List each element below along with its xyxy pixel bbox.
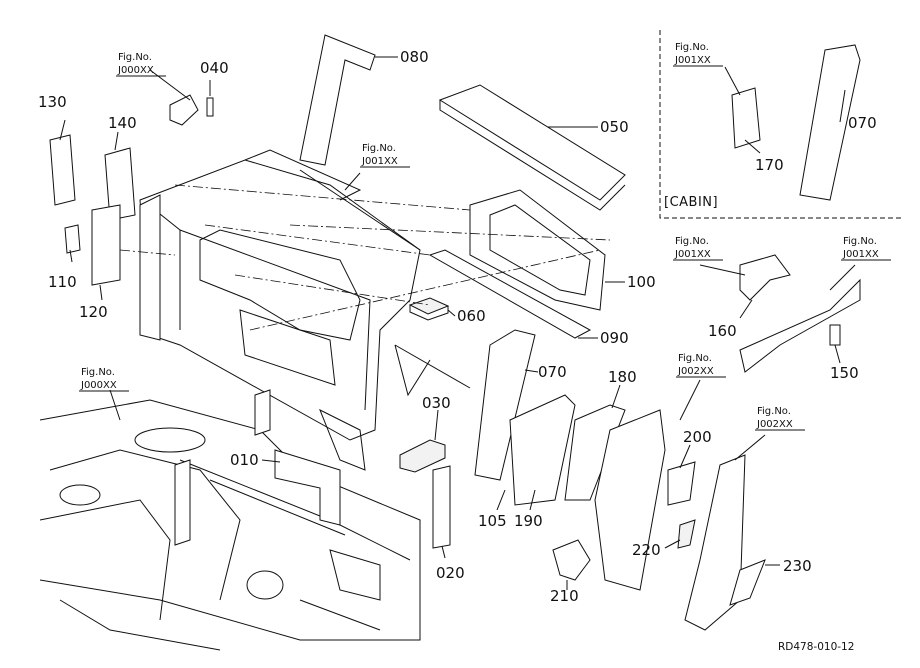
part-110-shape	[64, 224, 81, 254]
part-label-080: 080	[400, 48, 429, 66]
part-040-pin-shape	[206, 97, 214, 117]
part-190-shape	[509, 394, 576, 506]
svg-text:J000XX: J000XX	[117, 65, 154, 76]
part-020-shape	[432, 465, 451, 549]
part-label-050: 050	[600, 118, 629, 136]
part-170-shape	[731, 87, 761, 149]
part-label-170: 170	[755, 156, 784, 174]
svg-text:Fig.No.: Fig.No.	[362, 143, 396, 154]
svg-text:J002XX: J002XX	[677, 366, 714, 377]
part-label-230: 230	[783, 557, 812, 575]
fig-ref-5: Fig.No. J001XX	[673, 236, 723, 261]
part-030-shape	[399, 439, 446, 473]
part-label-105: 105	[478, 512, 507, 530]
part-label-060: 060	[457, 307, 486, 325]
drawing-code: RD478-010-12	[778, 641, 854, 653]
fig-ref-6: Fig.No. J001XX	[841, 236, 891, 261]
svg-text:J000XX: J000XX	[80, 380, 117, 391]
fig-ref-1: Fig.No. J000XX	[116, 52, 166, 77]
svg-text:J001XX: J001XX	[842, 249, 879, 260]
cabin-inset-border	[659, 30, 902, 219]
right-duct-shape	[594, 409, 666, 591]
svg-text:J002XX: J002XX	[756, 419, 793, 430]
part-140-shape	[104, 147, 136, 221]
main-frame-assembly	[139, 149, 421, 441]
part-100-shape	[469, 189, 606, 311]
svg-text:Fig.No.: Fig.No.	[118, 52, 152, 63]
fig-ref-3: Fig.No. J000XX	[79, 367, 129, 392]
part-label-040: 040	[200, 59, 229, 77]
part-070-shape	[474, 329, 536, 481]
part-210-shape	[552, 539, 591, 581]
part-130-shape	[49, 134, 76, 206]
svg-text:Fig.No.: Fig.No.	[81, 367, 115, 378]
part-090-shape	[428, 249, 592, 339]
svg-text:Fig.No.: Fig.No.	[843, 236, 877, 247]
part-label-180: 180	[608, 368, 637, 386]
svg-text:Fig.No.: Fig.No.	[675, 42, 709, 53]
part-label-070-cabin: 070	[848, 114, 877, 132]
part-label-090: 090	[600, 329, 629, 347]
svg-text:Fig.No.: Fig.No.	[678, 353, 712, 364]
part-label-140: 140	[108, 114, 137, 132]
part-label-030: 030	[422, 394, 451, 412]
part-label-110: 110	[48, 273, 77, 291]
part-label-200: 200	[683, 428, 712, 446]
part-150-shape	[829, 324, 841, 346]
part-080-shape	[299, 34, 376, 166]
fig-ref-2: Fig.No. J001XX	[360, 143, 410, 168]
fig-ref-8: Fig.No. J002XX	[755, 406, 805, 431]
part-label-220: 220	[632, 541, 661, 559]
svg-text:J001XX: J001XX	[674, 55, 711, 66]
part-060-shape	[408, 297, 450, 315]
part-label-210: 210	[550, 587, 579, 605]
svg-text:J001XX: J001XX	[674, 249, 711, 260]
svg-text:Fig.No.: Fig.No.	[675, 236, 709, 247]
mid-right-panel-shape	[739, 278, 861, 373]
part-label-070: 070	[538, 363, 567, 381]
part-label-100: 100	[627, 273, 656, 291]
svg-text:Fig.No.: Fig.No.	[757, 406, 791, 417]
part-200-shape	[667, 461, 696, 506]
part-040-bracket-shape	[169, 94, 199, 126]
fig-ref-4: Fig.No. J001XX	[673, 42, 723, 67]
part-160-shape	[739, 254, 791, 301]
part-120-shape	[91, 204, 121, 286]
part-label-020: 020	[436, 564, 465, 582]
part-label-130: 130	[38, 93, 67, 111]
right-panel-shape	[684, 454, 746, 631]
part-010-shape	[274, 449, 341, 526]
part-230-shape	[729, 559, 766, 606]
svg-text:J001XX: J001XX	[361, 156, 398, 167]
part-label-160: 160	[708, 322, 737, 340]
part-070-cabin-shape	[799, 44, 861, 201]
fig-ref-7: Fig.No. J002XX	[676, 353, 726, 378]
part-050-shape	[438, 84, 626, 201]
leader-lines	[59, 56, 856, 590]
cabin-label: [CABIN]	[664, 195, 718, 210]
part-label-010: 010	[230, 451, 259, 469]
part-220-shape	[677, 519, 696, 549]
part-label-120: 120	[79, 303, 108, 321]
part-label-150: 150	[830, 364, 859, 382]
chassis-frame	[39, 389, 421, 651]
part-label-190: 190	[514, 512, 543, 530]
